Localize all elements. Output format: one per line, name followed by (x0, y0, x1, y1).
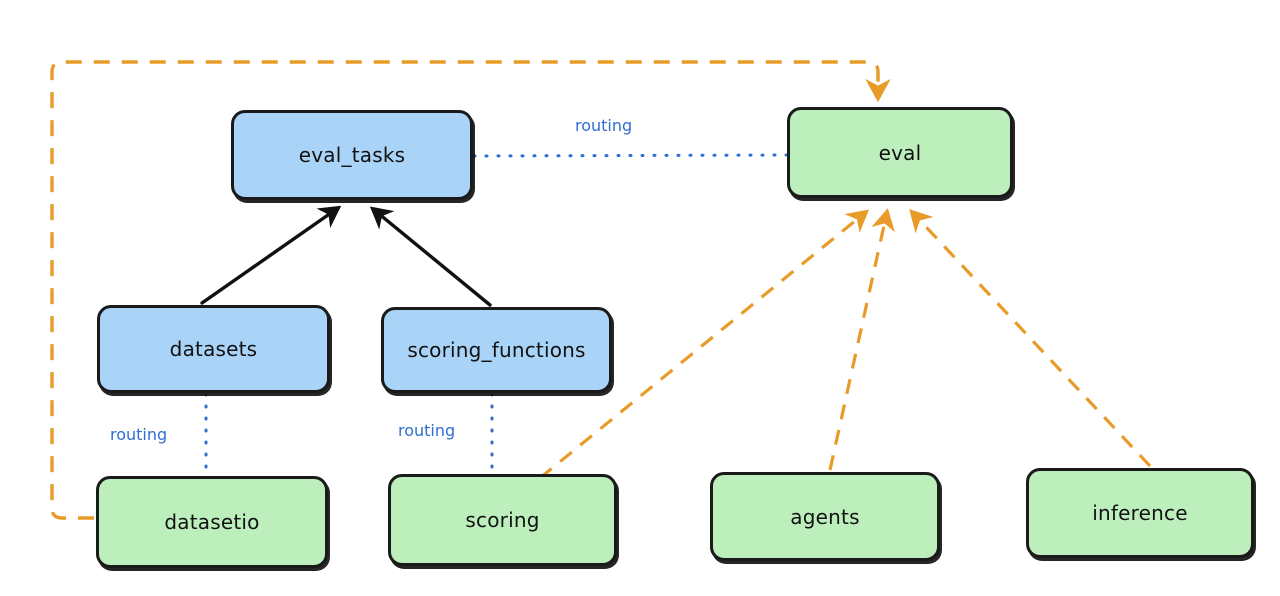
edge-eval-tasks-to-eval (472, 153, 788, 158)
edge-label-routing-scoring-functions: routing (398, 421, 456, 440)
node-agents-label: agents (790, 504, 860, 529)
edge-label-routing-eval-tasks: routing (575, 116, 633, 135)
edge-inference-to-eval (909, 209, 1152, 468)
edge-scoring-functions-to-eval-tasks (369, 206, 492, 307)
node-scoring-functions[interactable]: scoring_functions (381, 307, 612, 393)
node-inference[interactable]: inference (1026, 468, 1254, 558)
node-eval-tasks[interactable]: eval_tasks (231, 110, 473, 200)
node-datasets[interactable]: datasets (97, 305, 330, 393)
node-scoring[interactable]: scoring (388, 474, 617, 566)
node-eval[interactable]: eval (787, 107, 1013, 198)
node-eval-label: eval (878, 140, 922, 165)
node-datasetio[interactable]: datasetio (96, 476, 328, 568)
node-scoring-label: scoring (465, 508, 540, 532)
edge-label-routing-datasets: routing (110, 425, 168, 444)
node-scoring-functions-label: scoring_functions (407, 338, 586, 362)
edge-agents-to-eval (828, 208, 895, 471)
node-datasets-label: datasets (169, 337, 258, 361)
composition-edges (200, 205, 492, 307)
node-agents[interactable]: agents (710, 472, 940, 561)
node-eval-tasks-label: eval_tasks (298, 143, 406, 167)
edge-datasets-to-eval-tasks (200, 205, 342, 305)
node-datasetio-label: datasetio (164, 510, 260, 534)
node-inference-label: inference (1092, 501, 1188, 525)
